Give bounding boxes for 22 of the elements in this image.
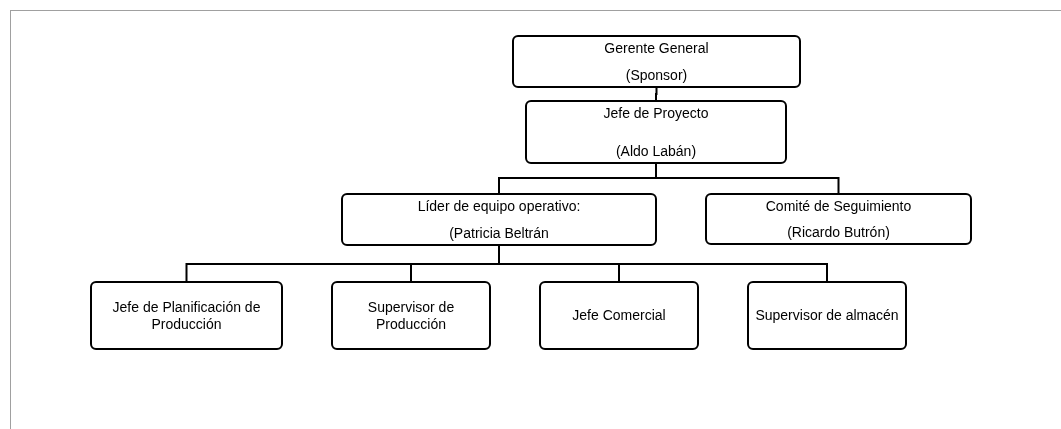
org-box	[747, 281, 907, 350]
org-box	[341, 193, 657, 246]
org-box	[705, 193, 972, 245]
connector-line	[655, 87, 658, 101]
box-text: Comité de Seguimiento	[765, 198, 912, 215]
box-text: (Sponsor)	[625, 67, 688, 84]
box-text: (Ricardo Butrón)	[787, 224, 890, 241]
box-text: (Aldo Labán)	[615, 143, 697, 160]
box-text: Jefe de Proyecto	[603, 105, 709, 122]
box-text: Jefe de Planificación de Producción	[111, 298, 262, 333]
connector-line	[498, 245, 828, 282]
box-text: Jefe Comercial	[572, 307, 666, 324]
org-box	[331, 281, 491, 350]
org-box	[512, 35, 801, 88]
box-text: (Patricia Beltrán	[449, 225, 549, 242]
box-text: Supervisor de Producción	[366, 298, 456, 333]
org-box	[539, 281, 699, 350]
box-text: Supervisor de almacén	[755, 307, 899, 324]
box-text: Gerente General	[604, 40, 709, 57]
org-box	[90, 281, 283, 350]
box-text: Líder de equipo operativo:	[417, 198, 581, 215]
org-box	[525, 100, 787, 164]
